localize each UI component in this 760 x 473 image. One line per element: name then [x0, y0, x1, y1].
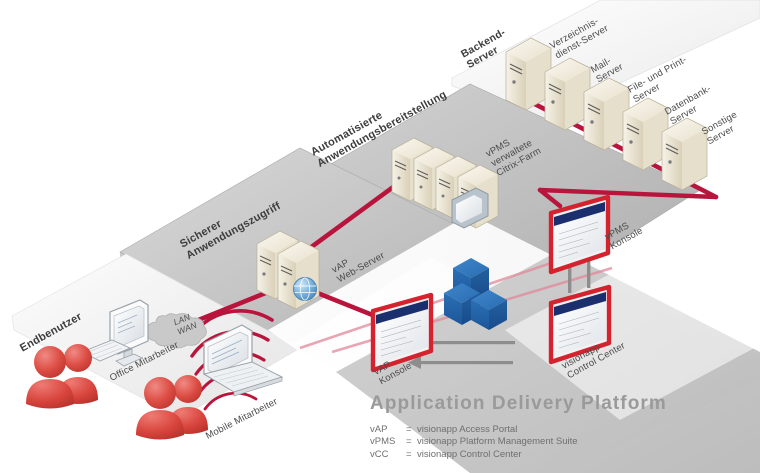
server-mail — [544, 57, 591, 131]
citrix-farm-servers — [391, 137, 499, 229]
vap-console — [370, 292, 434, 373]
legend: vAP = visionapp Access Portal vPMS = vis… — [370, 424, 578, 461]
legend-text: visionapp Platform Management Suite — [417, 436, 578, 448]
legend-row: vAP = visionapp Access Portal — [370, 424, 578, 436]
server-fileprint — [583, 77, 630, 151]
laptop — [202, 324, 284, 397]
legend-equals: = — [406, 436, 412, 448]
users-office — [26, 344, 98, 409]
legend-text: visionapp Access Portal — [417, 424, 518, 435]
users-mobile — [136, 375, 208, 440]
desktop-pc — [80, 299, 149, 367]
legend-abbr: vCC — [370, 448, 389, 460]
link-farm-to-vpmsconsole — [537, 187, 563, 209]
page-title: Application Delivery Platform — [370, 393, 667, 414]
arrow-left-2 — [408, 356, 513, 369]
server-dir — [505, 37, 552, 111]
legend-equals: = — [406, 448, 412, 460]
backend-servers — [505, 37, 708, 191]
legend-equals: = — [406, 424, 412, 435]
legend-abbr: vPMS — [370, 436, 396, 448]
server-db — [622, 97, 669, 171]
vap-web-server — [256, 230, 320, 310]
server-other — [661, 117, 708, 191]
legend-text: visionapp Control Center — [417, 448, 522, 460]
legend-abbr: vAP — [370, 424, 388, 435]
vpms-console — [548, 194, 611, 275]
legend-row: vCC = visionapp Control Center — [370, 449, 578, 461]
farm-monitor-icon — [451, 187, 489, 229]
vcc-console — [548, 284, 612, 365]
legend-row: vPMS = visionapp Platform Management Sui… — [370, 436, 578, 448]
globe-icon — [293, 277, 317, 301]
link-web-to-vapconsole — [307, 287, 383, 321]
cube-right — [471, 290, 507, 330]
link-farm-to-web — [307, 179, 403, 251]
cube-stack — [444, 258, 507, 330]
link-backend-to-farm — [537, 187, 719, 200]
